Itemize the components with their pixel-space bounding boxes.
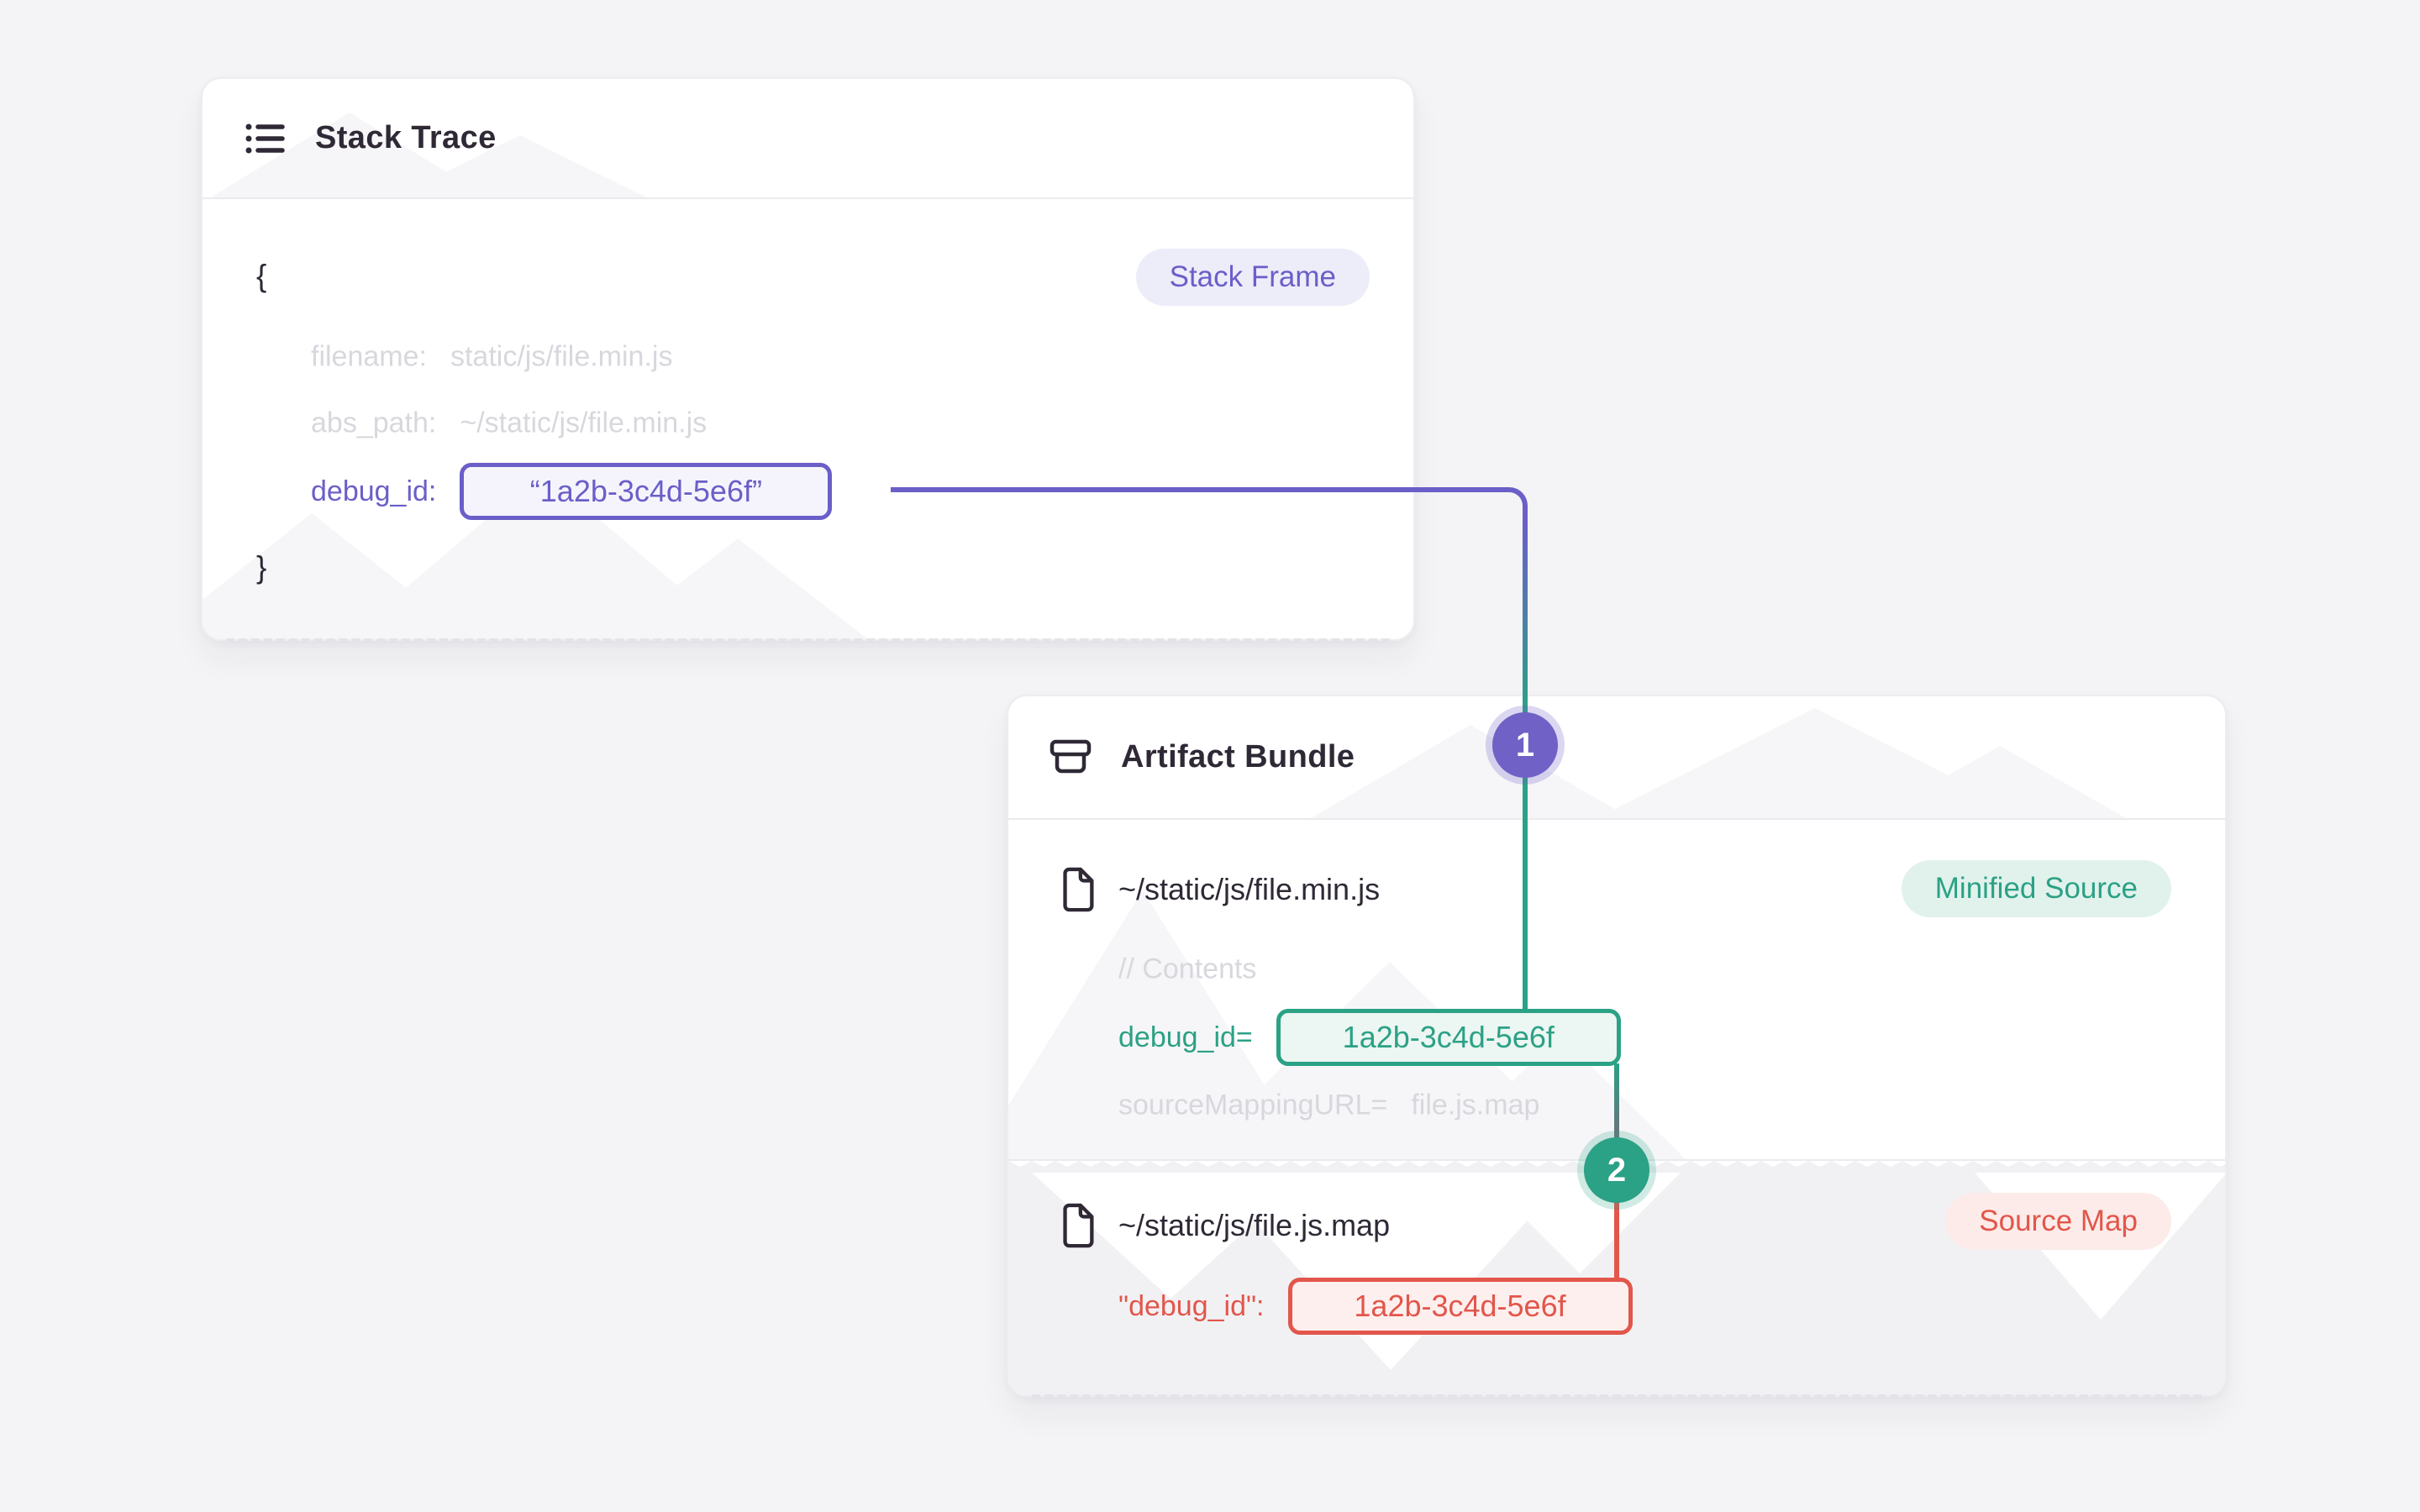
minified-file-row: ~/static/js/file.min.js: [1058, 867, 1380, 912]
card-bottom-dashes: [1032, 1394, 2202, 1399]
stack-trace-card: Stack Trace Stack Frame { filename: stat…: [201, 77, 1415, 643]
source-map-badge: Source Map: [1945, 1193, 2171, 1250]
code-close-brace: }: [256, 550, 267, 585]
card-bottom-dashes: [226, 638, 1390, 643]
file-icon: [1058, 1203, 1097, 1248]
bundle-debug-id-line: debug_id= 1a2b-3c4d-5e6f: [1118, 1009, 1621, 1066]
sourcemap-file-row: ~/static/js/file.js.map: [1058, 1203, 1390, 1248]
archive-box-icon: [1049, 736, 1092, 780]
contents-comment: // Contents: [1118, 953, 1257, 985]
artifact-bundle-title: Artifact Bundle: [1121, 739, 1355, 774]
sourcemap-debug-id-value-box: 1a2b-3c4d-5e6f: [1287, 1278, 1633, 1335]
file-icon: [1058, 867, 1097, 912]
code-line-filename: filename: static/js/file.min.js: [311, 340, 673, 373]
connector-red-line: [1614, 1201, 1619, 1278]
connector-elbow-purple: [891, 487, 1528, 526]
stack-frame-badge: Stack Frame: [1135, 249, 1370, 306]
minified-file-path: ~/static/js/file.min.js: [1118, 872, 1381, 906]
artifact-bundle-header: Artifact Bundle: [1008, 696, 2225, 820]
bundle-debug-id-value-box: 1a2b-3c4d-5e6f: [1276, 1009, 1621, 1066]
connector-teal-to-gray: [1614, 1063, 1619, 1139]
step-2-marker: 2: [1584, 1137, 1649, 1203]
sourcemap-file-path: ~/static/js/file.js.map: [1118, 1208, 1391, 1242]
connector-purple-to-teal: [1523, 524, 1528, 713]
connector-teal-line: [1523, 776, 1528, 1010]
code-open-brace: {: [256, 259, 267, 293]
source-mapping-url-line: sourceMappingURL= file.js.map: [1118, 1089, 1540, 1121]
stack-trace-header: Stack Trace: [203, 79, 1413, 199]
debug-id-value-box: “1a2b-3c4d-5e6f”: [460, 463, 833, 520]
step-1-marker: 1: [1492, 712, 1558, 778]
code-line-debug-id: debug_id: “1a2b-3c4d-5e6f”: [311, 463, 833, 520]
sourcemap-debug-id-line: "debug_id": 1a2b-3c4d-5e6f: [1118, 1278, 1633, 1335]
code-line-abs-path: abs_path: ~/static/js/file.min.js: [311, 407, 708, 439]
stack-trace-title: Stack Trace: [315, 120, 497, 155]
artifact-header-mountains: [1008, 696, 2225, 818]
stack-trace-list-icon: [243, 117, 287, 160]
stack-header-mountains: [203, 79, 1413, 197]
artifact-bundle-card: Artifact Bundle ~/static/js/file.min.js …: [1007, 695, 2227, 1399]
minified-source-badge: Minified Source: [1901, 860, 2171, 917]
